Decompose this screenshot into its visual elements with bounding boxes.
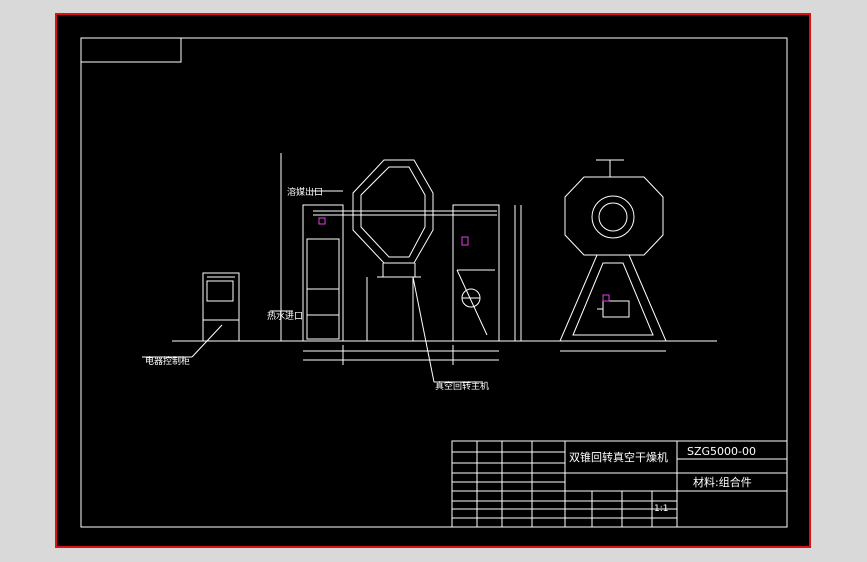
corner-label-box xyxy=(80,37,182,63)
drawing-name: 双锥回转真空干燥机 xyxy=(569,450,668,464)
motor-icon xyxy=(597,300,630,318)
drawing-frame xyxy=(80,37,788,528)
hot-water-inlet-label: 热水进口 xyxy=(267,310,303,322)
material-label: 材料:组合件 xyxy=(693,475,752,489)
vacuum-rotary-host-label: 真空回转主机 xyxy=(435,380,489,392)
drawing-sheet: 溶媒出口 热水进口 电器控制柜 真空回转主机 双锥回转真空干燥机 SZG5000… xyxy=(55,13,811,548)
control-cabinet-icon xyxy=(202,272,240,342)
side-view xyxy=(559,159,667,352)
drum-icon xyxy=(461,288,481,308)
title-block xyxy=(451,440,788,528)
control-cabinet-label: 电器控制柜 xyxy=(145,355,190,367)
scale-label: 1:1 xyxy=(654,504,668,514)
drawing-number: SZG5000-00 xyxy=(687,445,756,458)
solvent-outlet-label: 溶媒出口 xyxy=(287,186,323,198)
cad-drawing: 溶媒出口 热水进口 电器控制柜 真空回转主机 双锥回转真空干燥机 SZG5000… xyxy=(80,37,788,528)
front-view xyxy=(280,153,522,365)
